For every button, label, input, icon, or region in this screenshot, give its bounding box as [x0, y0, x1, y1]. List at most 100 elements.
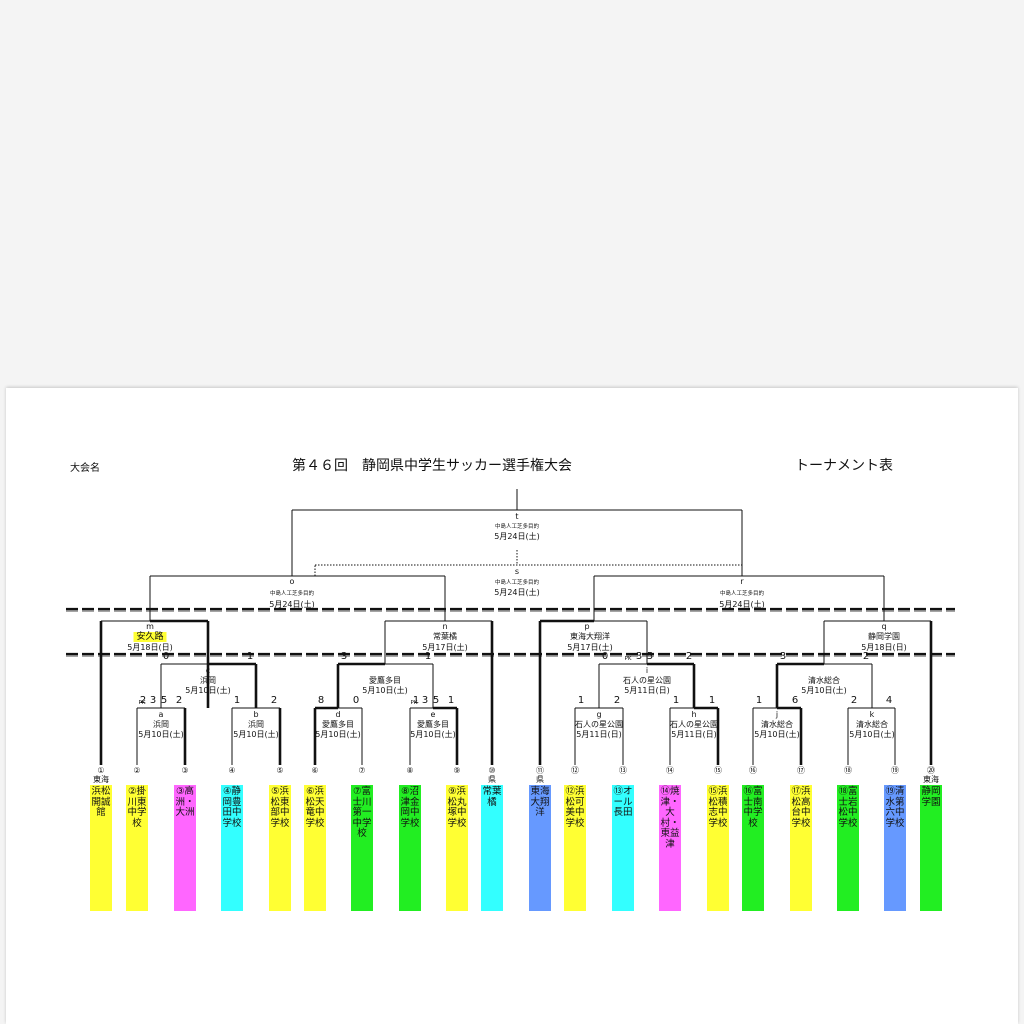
match-m-winner-label: 安久路 — [133, 632, 167, 642]
match-c-goals-right: 1 — [246, 651, 254, 662]
match-i-pk-right: 5 — [646, 651, 654, 662]
match-l-goals-right: 2 — [862, 651, 870, 662]
match-b-id: b — [253, 710, 259, 719]
match-e-pk-right: 5 — [432, 695, 440, 706]
team-qualifier: 県 — [536, 775, 544, 784]
match-j-goals-right: 6 — [791, 695, 799, 706]
match-f-goals-right: 1 — [424, 651, 432, 662]
team-name: 東海大翔洋 — [530, 786, 550, 818]
match-s-date: 5月24日(土) — [494, 588, 540, 597]
team-seed: ⑲ — [891, 766, 899, 775]
team-box: ⑲清水第六中学校 — [884, 785, 906, 911]
team-seed: ⑤ — [276, 766, 284, 775]
match-k-goals-left: 2 — [850, 695, 858, 706]
match-o-venue: 中島人工芝多目的 — [269, 591, 315, 597]
team-qualifier: 東海 — [923, 775, 939, 784]
team-name: ⑤浜松東部中学校 — [270, 786, 290, 829]
match-e-pk: PK — [410, 700, 418, 706]
team-qualifier: 東海 — [93, 775, 109, 784]
team-name: ⑯富士南中学校 — [743, 786, 763, 829]
team-box: ⑨浜松丸塚中学校 — [446, 785, 468, 911]
team-name: 浜松開誠館 — [91, 786, 111, 818]
match-n-id: n — [442, 622, 448, 631]
match-r-date: 5月24日(土) — [719, 600, 765, 609]
match-l-date: 5月10日(土) — [801, 686, 847, 695]
team-box: ⑥浜松天竜中学校 — [304, 785, 326, 911]
match-j-winner-label: 清水総合 — [761, 720, 793, 729]
match-c-goals-left: 0 — [162, 651, 170, 662]
match-b-goals-right: 2 — [270, 695, 278, 706]
match-m-date: 5月18日(日) — [127, 643, 173, 652]
match-j-goals-left: 1 — [755, 695, 763, 706]
match-i-pk: PK — [624, 656, 632, 662]
match-h-date: 5月11日(日) — [671, 730, 717, 739]
match-p-id: p — [584, 622, 590, 631]
match-g-goals-right: 2 — [613, 695, 621, 706]
match-g-date: 5月11日(日) — [576, 730, 622, 739]
team-seed: ⑦ — [358, 766, 366, 775]
match-h-id: h — [691, 710, 697, 719]
team-box: ⑭焼津・大村・東益津 — [659, 785, 681, 911]
team-box: ⑦富士川第一中学校 — [351, 785, 373, 911]
team-name: ④静岡豊田中学校 — [222, 786, 242, 829]
team-name: ⑧沼津金岡中学校 — [400, 786, 420, 829]
match-b-goals-left: 1 — [233, 695, 241, 706]
match-s-venue: 中島人工芝多目的 — [494, 580, 540, 586]
match-k-date: 5月10日(土) — [849, 730, 895, 739]
team-seed: ② — [133, 766, 141, 775]
team-qualifier: 県 — [488, 775, 496, 784]
team-box: ③高洲・大洲 — [174, 785, 196, 911]
match-m-id: m — [146, 622, 154, 631]
team-name: ⑭焼津・大村・東益津 — [660, 786, 680, 850]
team-box: ④静岡豊田中学校 — [221, 785, 243, 911]
team-name: ⑬オール長田 — [613, 786, 633, 818]
match-r-venue: 中島人工芝多目的 — [719, 591, 765, 597]
match-o-date: 5月24日(土) — [269, 600, 315, 609]
team-seed: ⑥ — [311, 766, 319, 775]
team-seed: ④ — [228, 766, 236, 775]
team-seed: ⑱ — [844, 766, 852, 775]
team-seed: ⑧ — [406, 766, 414, 775]
page-title: 第４６回 静岡県中学生サッカー選手権大会 — [292, 458, 572, 474]
match-c-winner-label: 浜岡 — [200, 676, 216, 685]
match-d-goals-left: 8 — [317, 695, 325, 706]
match-k-goals-right: 4 — [885, 695, 893, 706]
match-p-date: 5月17日(土) — [567, 643, 613, 652]
match-d-id: d — [335, 710, 341, 719]
match-l-winner-label: 清水総合 — [808, 676, 840, 685]
match-a-pk: PK — [138, 700, 146, 706]
match-i-winner-label: 石人の星公園 — [623, 676, 671, 685]
team-seed: ⑬ — [619, 766, 627, 775]
team-seed: ⑰ — [797, 766, 805, 775]
match-n-date: 5月17日(土) — [422, 643, 468, 652]
match-k-winner-label: 清水総合 — [856, 720, 888, 729]
team-name: ⑦富士川第一中学校 — [352, 786, 372, 839]
match-c-id: c — [205, 666, 211, 675]
match-e-goals-left: 1 — [412, 695, 420, 706]
team-box: ⑬オール長田 — [612, 785, 634, 911]
team-box: ②掛川東中学校 — [126, 785, 148, 911]
match-i-goals-left: 0 — [601, 651, 609, 662]
team-name: ⑰浜松高台中学校 — [791, 786, 811, 829]
match-q-date: 5月18日(日) — [861, 643, 907, 652]
match-i-date: 5月11日(日) — [624, 686, 670, 695]
team-seed: ⑫ — [571, 766, 579, 775]
match-d-goals-right: 0 — [352, 695, 360, 706]
match-j-date: 5月10日(土) — [754, 730, 800, 739]
team-name: ⑨浜松丸塚中学校 — [447, 786, 467, 829]
team-name: 常葉橘 — [482, 786, 502, 808]
match-o-id: o — [289, 577, 295, 586]
match-c-date: 5月10日(土) — [185, 686, 231, 695]
team-box: 東海大翔洋 — [529, 785, 551, 911]
match-n-winner-label: 常葉橘 — [433, 632, 457, 641]
match-i-goals-right: 2 — [685, 651, 693, 662]
team-name: 静岡学園 — [921, 786, 941, 808]
team-name: ③高洲・大洲 — [175, 786, 195, 818]
team-box: 浜松開誠館 — [90, 785, 112, 911]
match-f-winner-label: 愛鷹多目 — [369, 676, 401, 685]
team-box: ⑮浜松積志中学校 — [707, 785, 729, 911]
